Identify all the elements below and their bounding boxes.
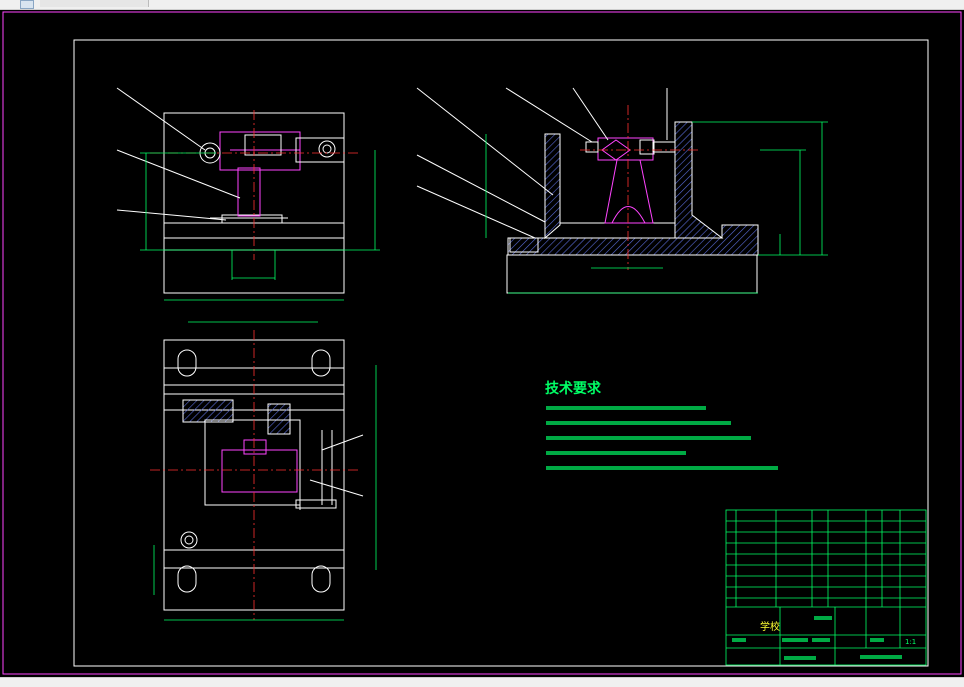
toolbar-button[interactable] — [20, 0, 34, 9]
tech-req-title: 技术要求 — [545, 380, 602, 397]
drawing-frame — [73, 39, 929, 667]
top-view — [150, 321, 377, 621]
tech-req-line-3 — [546, 436, 751, 440]
title-block: 学校 1:1 — [725, 509, 927, 666]
status-bar — [0, 677, 964, 687]
tech-req-line-2 — [546, 421, 731, 425]
school-label: 学校 — [760, 620, 780, 633]
sheet-edge — [2, 11, 962, 675]
tech-req-line-5 — [546, 466, 778, 470]
drawing-viewport[interactable]: 技术要求 — [0, 10, 964, 677]
front-view — [116, 87, 380, 301]
scale-value: 1:1 — [905, 638, 916, 646]
window-toolbar — [0, 0, 964, 10]
side-view — [416, 87, 828, 294]
fixture-assembly-drawing: 技术要求 — [2, 11, 962, 675]
technical-requirements: 技术要求 — [545, 380, 778, 470]
document-tab[interactable] — [40, 0, 149, 7]
tech-req-line-4 — [546, 451, 686, 455]
tech-req-line-1 — [546, 406, 706, 410]
